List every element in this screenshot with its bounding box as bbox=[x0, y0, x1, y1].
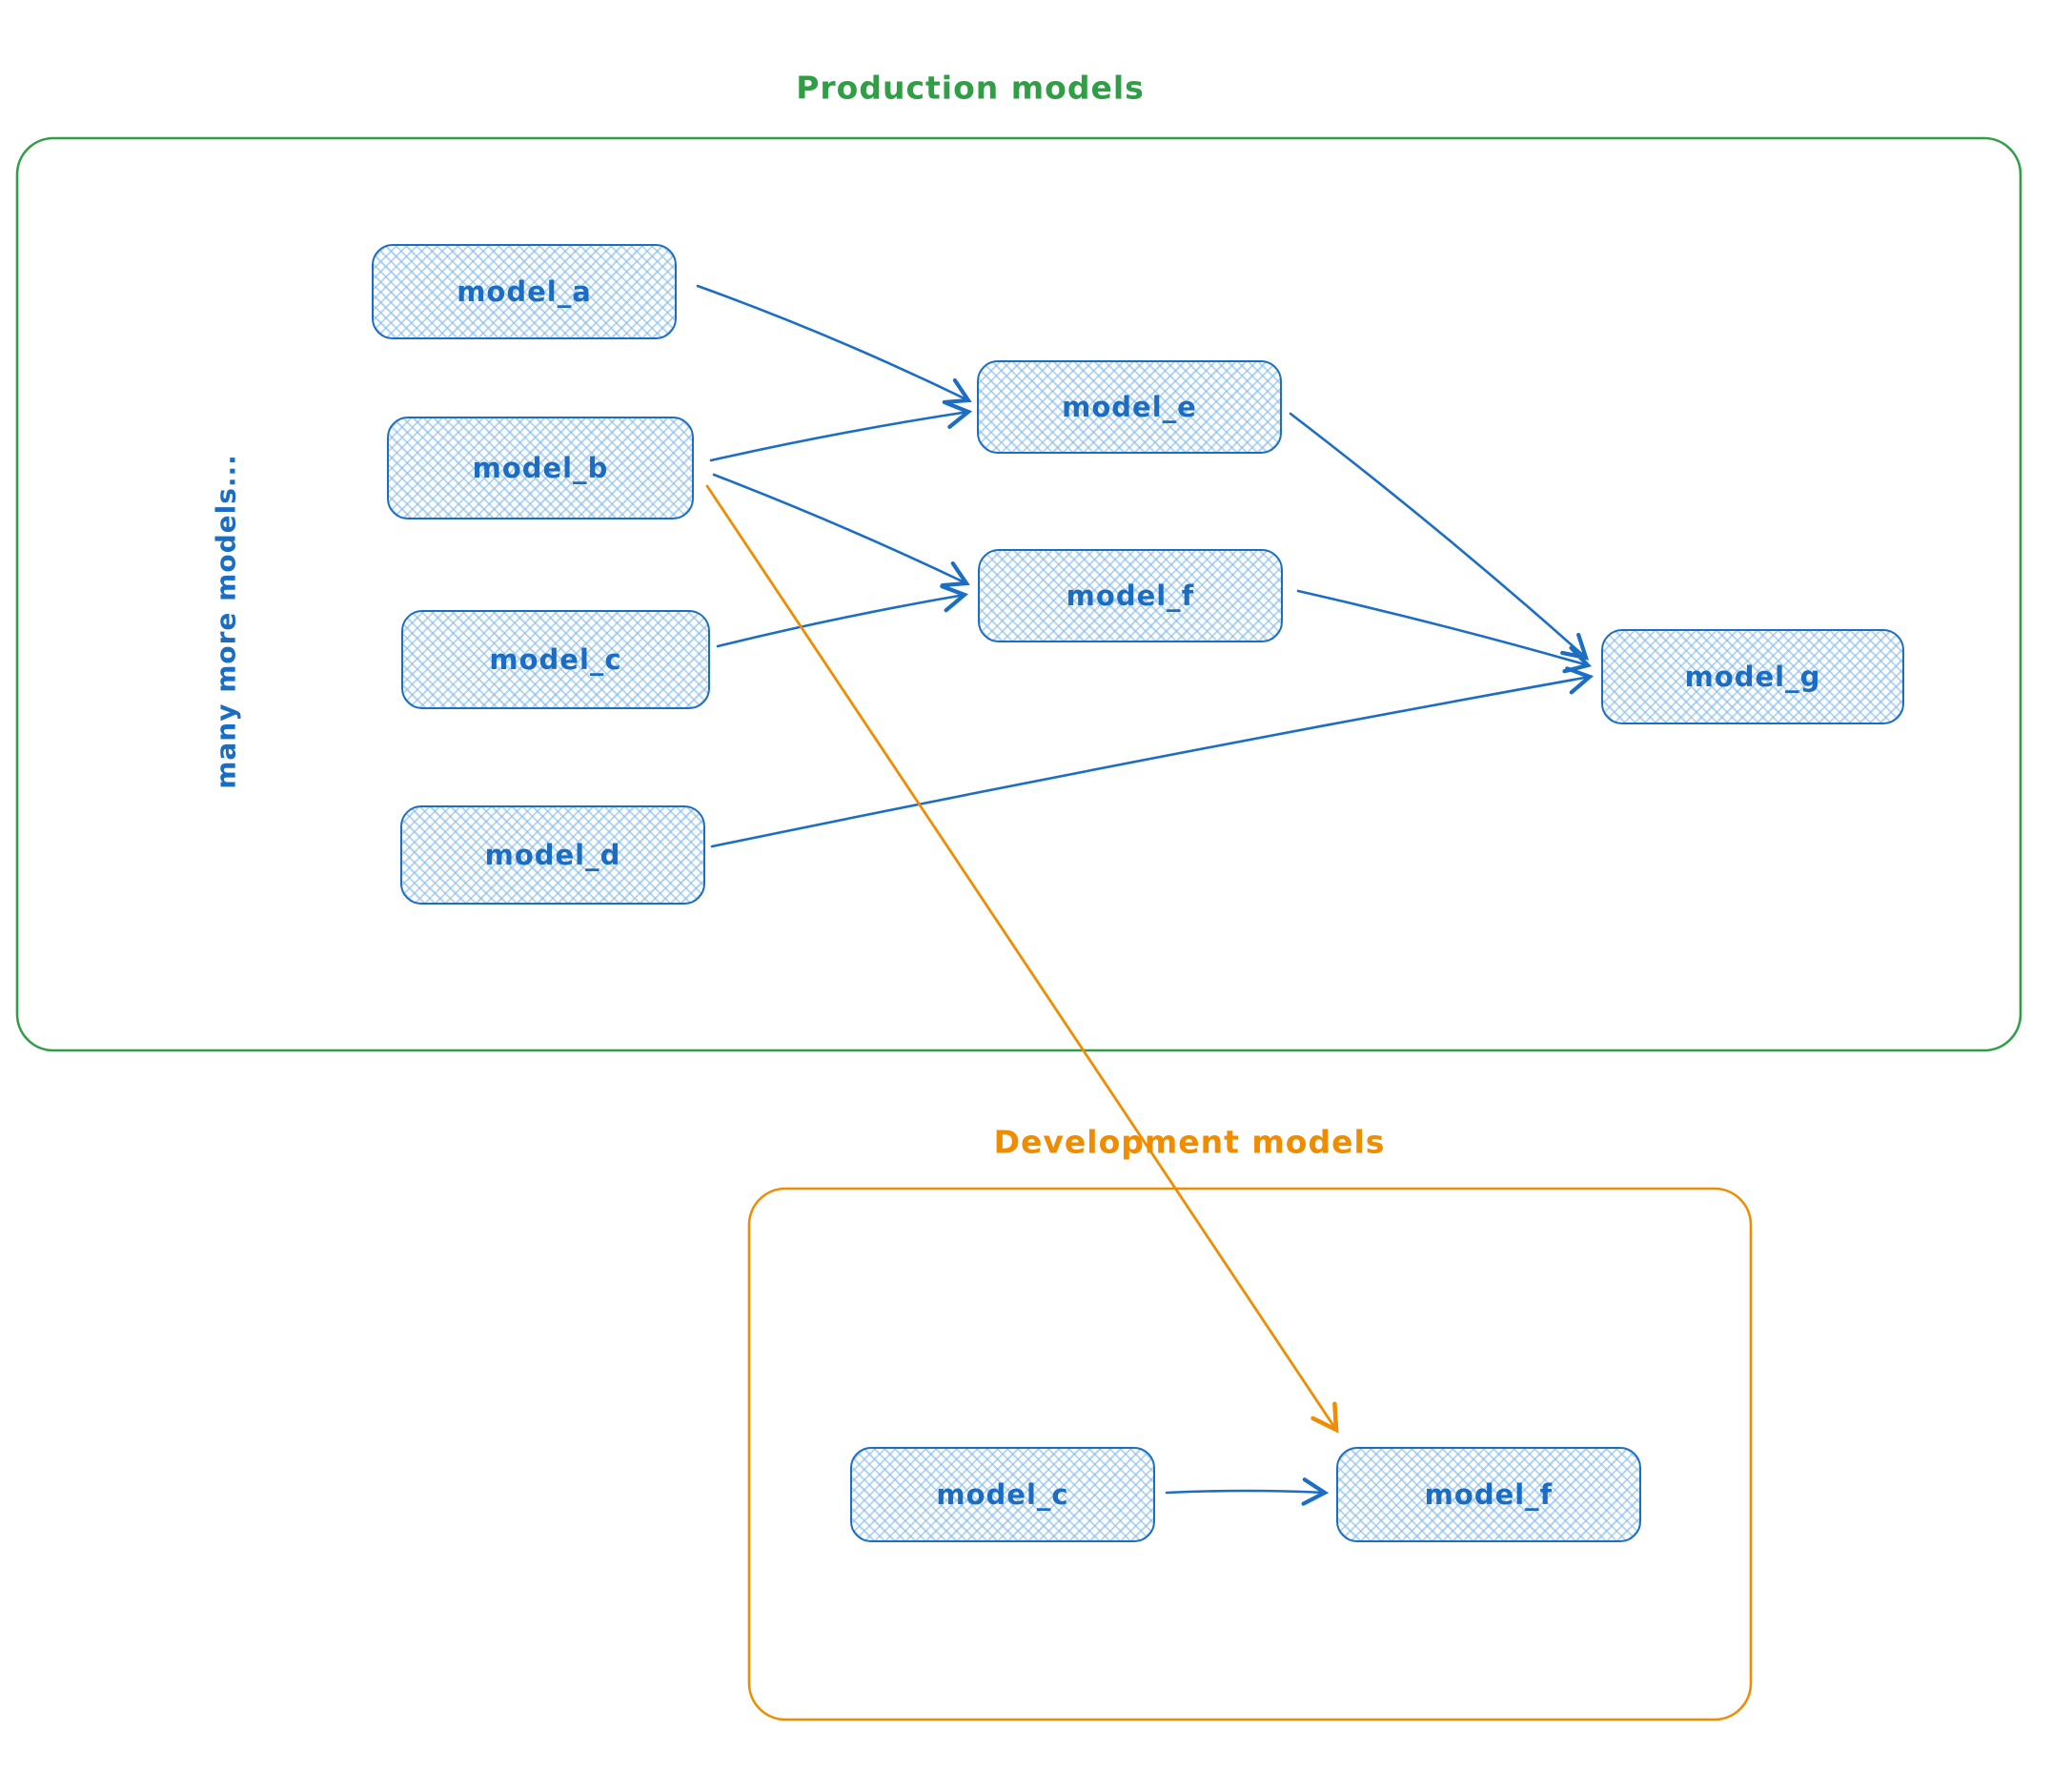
edge-model-a-to-model-e bbox=[696, 284, 972, 405]
node-model-c-label: model_c bbox=[489, 643, 622, 676]
node-model-b-label: model_b bbox=[472, 452, 609, 484]
node-model-g-label: model_g bbox=[1684, 661, 1821, 693]
node-model-e-label: model_e bbox=[1062, 391, 1197, 423]
node-model-d[interactable]: model_d bbox=[400, 805, 705, 905]
edge-model-c-to-model-f bbox=[716, 584, 969, 648]
node-dev-model-f-label: model_f bbox=[1424, 1478, 1554, 1511]
edge-model-b-to-model-e bbox=[709, 400, 973, 462]
production-frame-title: Production models bbox=[796, 69, 1145, 107]
node-model-d-label: model_d bbox=[484, 839, 621, 871]
edge-model-b-to-model-f bbox=[712, 473, 970, 588]
node-model-f[interactable]: model_f bbox=[978, 549, 1283, 642]
node-model-b[interactable]: model_b bbox=[387, 417, 694, 519]
node-model-c[interactable]: model_c bbox=[401, 610, 710, 709]
node-dev-model-f[interactable]: model_f bbox=[1336, 1447, 1641, 1542]
node-model-a[interactable]: model_a bbox=[372, 244, 677, 339]
node-model-g[interactable]: model_g bbox=[1601, 629, 1904, 724]
node-model-e[interactable]: model_e bbox=[977, 360, 1282, 454]
node-model-f-label: model_f bbox=[1066, 580, 1195, 612]
node-model-a-label: model_a bbox=[457, 275, 592, 308]
many-more-models-note: many more models... bbox=[210, 454, 242, 789]
edge-model-f-to-model-g bbox=[1296, 589, 1592, 674]
edge-model-d-to-model-g bbox=[710, 666, 1595, 848]
development-frame-title: Development models bbox=[993, 1123, 1386, 1161]
edge-model-e-to-model-g bbox=[1289, 412, 1590, 661]
node-dev-model-c-label: model_c bbox=[936, 1478, 1069, 1511]
node-dev-model-c[interactable]: model_c bbox=[850, 1447, 1155, 1542]
edge-dev-model-c-to-dev-model-f bbox=[1165, 1477, 1330, 1506]
